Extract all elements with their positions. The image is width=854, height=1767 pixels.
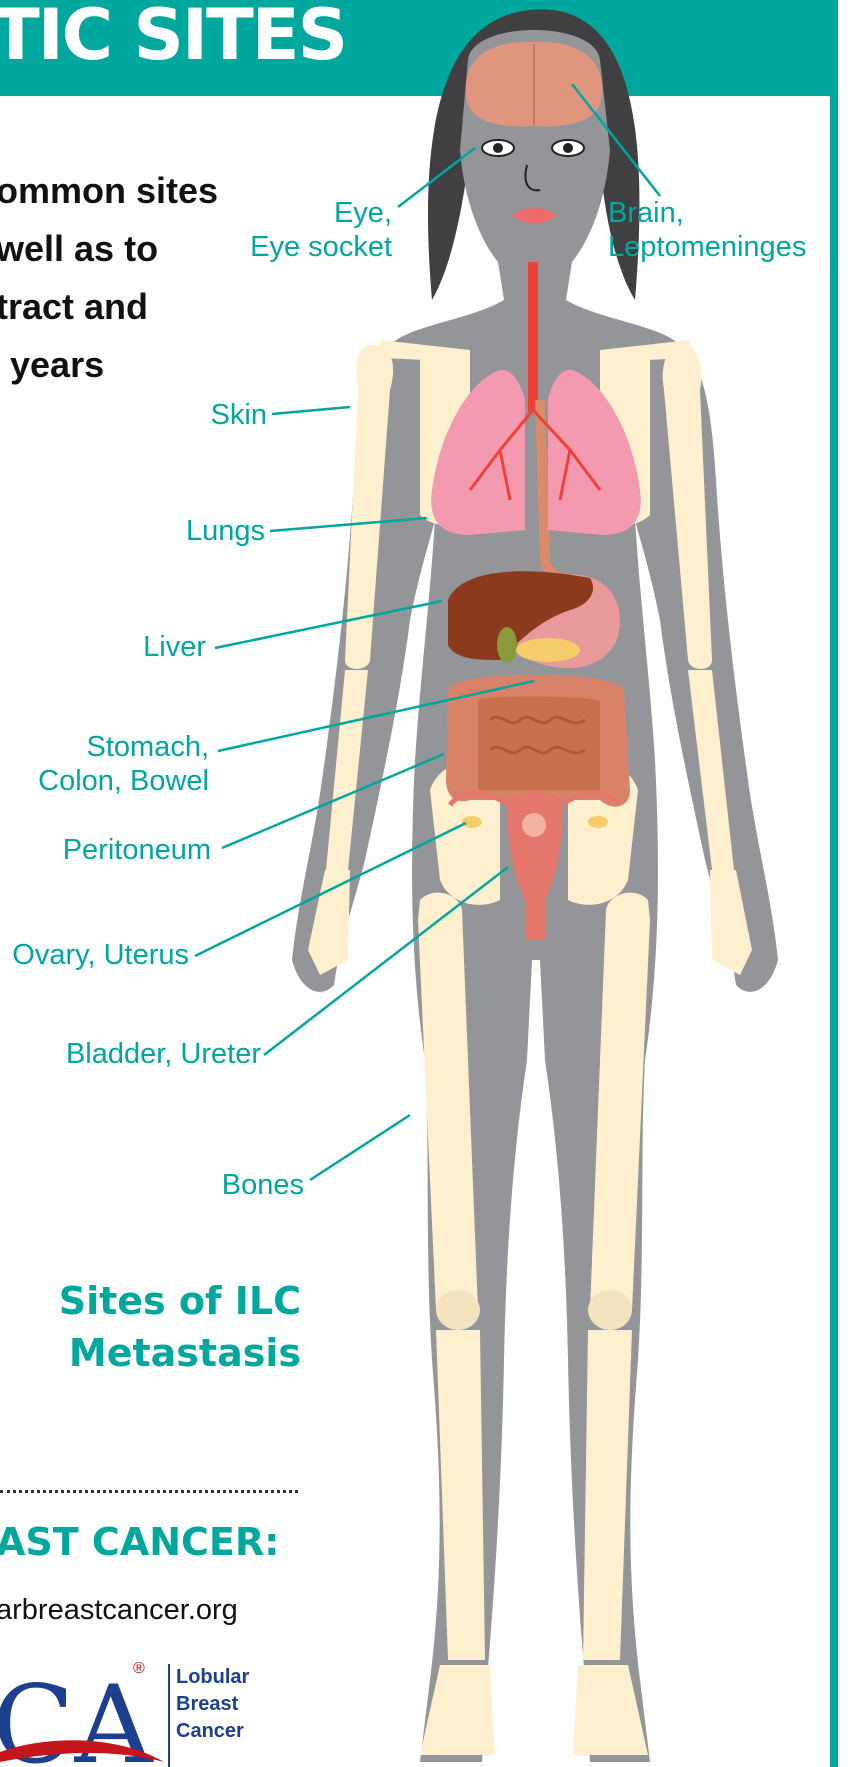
- label-bladder: Bladder, Ureter: [66, 1037, 261, 1071]
- ovary-left-icon: [462, 816, 482, 828]
- leader-bones: [310, 1115, 410, 1180]
- label-lungs: Lungs: [186, 514, 265, 548]
- label-eye: Eye, Eye socket: [250, 196, 392, 264]
- dotted-divider: [0, 1488, 298, 1493]
- label-liver: Liver: [143, 630, 206, 664]
- leader-skin: [272, 407, 350, 414]
- label-peritoneum: Peritoneum: [63, 833, 211, 867]
- sites-title: Sites of ILC Metastasis: [59, 1275, 301, 1379]
- gallbladder-icon: [497, 627, 517, 663]
- label-stomach: Stomach, Colon, Bowel: [38, 730, 209, 798]
- ovary-right-icon: [588, 816, 608, 828]
- logo-wordmark: Lobular Breast Cancer: [176, 1664, 249, 1745]
- cta-heading: AST CANCER:: [0, 1520, 279, 1564]
- label-skin: Skin: [211, 398, 267, 432]
- label-ovary: Ovary, Uterus: [12, 938, 189, 972]
- small-intestine-icon: [478, 696, 600, 790]
- trachea-icon: [528, 262, 538, 412]
- website-link[interactable]: arbreastcancer.org: [0, 1594, 238, 1627]
- label-brain: Brain, Leptomeninges: [608, 196, 806, 264]
- registered-mark: ®: [133, 1660, 145, 1678]
- pancreas-icon: [516, 638, 580, 662]
- label-bones: Bones: [222, 1168, 304, 1202]
- logo-divider: [168, 1664, 170, 1767]
